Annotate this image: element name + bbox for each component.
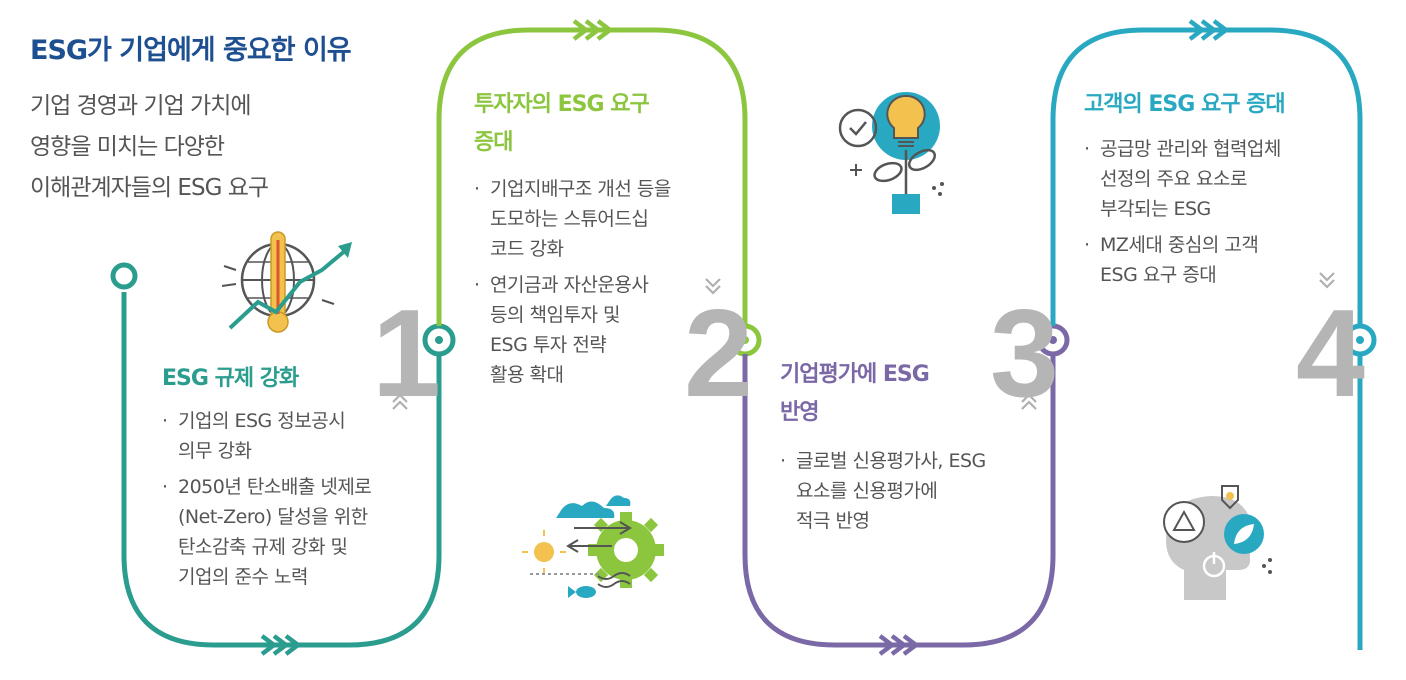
lightbulb-plant-icon xyxy=(838,92,944,214)
step-title-line: 증대 xyxy=(474,130,513,155)
step-title-line: ESG 규제 강화 xyxy=(162,366,299,391)
bullet-line: 탄소감축 규제 강화 및 xyxy=(178,536,348,558)
step-title-line: 기업평가에 ESG xyxy=(780,362,930,387)
flow-path-segment-3 xyxy=(742,340,1056,648)
bullet-item: 글로벌 신용평가사, ESG 요소를 신용평가에 적극 반영 xyxy=(780,446,1040,536)
flow-node-2-dot xyxy=(741,336,749,344)
step-number-1: 1 xyxy=(372,285,441,423)
step-number-4: 4 xyxy=(1296,285,1365,423)
bullet-line: 적극 반영 xyxy=(796,510,870,532)
flow-start-node xyxy=(110,262,138,290)
bullet-line: 글로벌 신용평가사, ESG xyxy=(796,450,986,472)
bullet-line: ESG 요구 증대 xyxy=(1100,264,1217,286)
step-2-title: 투자자의 ESG 요구 증대 xyxy=(474,86,724,162)
bullet-line: 공급망 관리와 협력업체 xyxy=(1100,138,1281,160)
flow-node-4-dot xyxy=(1356,336,1364,344)
page-title: ESG가 기업에게 중요한 이유 xyxy=(30,35,352,66)
flow-path-segment-4 xyxy=(1050,27,1363,650)
bullet-line: 요소를 신용평가에 xyxy=(796,480,938,502)
gear-ecosystem-icon xyxy=(522,495,664,598)
bullet-line: (Net-Zero) 달성을 위한 xyxy=(178,506,368,528)
flow-path-segment-1 xyxy=(121,292,442,648)
bullet-line: 기업의 준수 노력 xyxy=(178,566,308,588)
step-1-title: ESG 규제 강화 xyxy=(162,360,412,398)
subtitle-line: 영향을 미치는 다양한 xyxy=(30,134,225,160)
step-1-block: ESG 규제 강화 기업의 ESG 정보공시 의무 강화 2050년 탄소배출 … xyxy=(162,360,412,598)
step-2-block: 투자자의 ESG 요구 증대 기업지배구조 개선 등을 도모하는 스튜어드십 코… xyxy=(474,86,724,396)
bullet-line: 의무 강화 xyxy=(178,440,252,462)
bullet-line: 코드 강화 xyxy=(490,238,564,260)
bullet-item: 기업의 ESG 정보공시 의무 강화 xyxy=(162,406,412,466)
bullet-line: 기업지배구조 개선 등을 xyxy=(490,178,671,200)
bullet-line: 기업의 ESG 정보공시 xyxy=(178,410,346,432)
bullet-line: 등의 책임투자 및 xyxy=(490,304,620,326)
chevron-double-right-icon xyxy=(878,634,920,656)
bullet-line: 선정의 주요 요소로 xyxy=(1100,168,1247,190)
bullet-item: 2050년 탄소배출 넷제로 (Net-Zero) 달성을 위한 탄소감축 규제… xyxy=(162,472,412,592)
page-subtitle: 기업 경영과 기업 가치에 영향을 미치는 다양한 이해관계자들의 ESG 요구 xyxy=(30,86,269,209)
chevron-double-right-icon xyxy=(1188,19,1230,41)
step-2-bullets: 기업지배구조 개선 등을 도모하는 스튜어드십 코드 강화 연기금과 자산운용사… xyxy=(474,174,724,390)
bullet-line: 도모하는 스튜어드십 xyxy=(490,208,649,230)
step-title-line: 고객의 ESG 요구 증대 xyxy=(1084,92,1286,117)
bullet-item: 연기금과 자산운용사 등의 책임투자 및 ESG 투자 전략 활용 확대 xyxy=(474,270,724,390)
bullet-line: 부각되는 ESG xyxy=(1100,198,1211,220)
chevron-double-right-icon xyxy=(572,19,614,41)
flow-path-segment-2 xyxy=(436,27,748,340)
step-4-title: 고객의 ESG 요구 증대 xyxy=(1084,86,1344,124)
step-3-title: 기업평가에 ESG 반영 xyxy=(780,356,1040,432)
step-1-bullets: 기업의 ESG 정보공시 의무 강화 2050년 탄소배출 넷제로 (Net-Z… xyxy=(162,406,412,592)
bullet-item: MZ세대 중심의 고객 ESG 요구 증대 xyxy=(1084,230,1344,290)
step-number-3: 3 xyxy=(990,285,1059,423)
step-3-block: 기업평가에 ESG 반영 글로벌 신용평가사, ESG 요소를 신용평가에 적극… xyxy=(780,356,1040,542)
step-3-bullets: 글로벌 신용평가사, ESG 요소를 신용평가에 적극 반영 xyxy=(780,446,1040,536)
bullet-line: 2050년 탄소배출 넷제로 xyxy=(178,476,372,498)
bullet-line: MZ세대 중심의 고객 xyxy=(1100,234,1259,256)
step-4-bullets: 공급망 관리와 협력업체 선정의 주요 요소로 부각되는 ESG MZ세대 중심… xyxy=(1084,134,1344,290)
step-title-line: 반영 xyxy=(780,400,819,425)
subtitle-line: 기업 경영과 기업 가치에 xyxy=(30,93,252,119)
bullet-line: 연기금과 자산운용사 xyxy=(490,274,649,296)
flow-node-3-dot xyxy=(1049,336,1057,344)
head-recycle-leaf-icon xyxy=(1163,485,1272,600)
bullet-line: 활용 확대 xyxy=(490,364,564,386)
thermometer-globe-icon xyxy=(221,231,352,333)
bullet-item: 기업지배구조 개선 등을 도모하는 스튜어드십 코드 강화 xyxy=(474,174,724,264)
chevron-double-right-icon xyxy=(260,634,302,656)
bullet-item: 공급망 관리와 협력업체 선정의 주요 요소로 부각되는 ESG xyxy=(1084,134,1344,224)
subtitle-line: 이해관계자들의 ESG 요구 xyxy=(30,175,269,201)
step-4-block: 고객의 ESG 요구 증대 공급망 관리와 협력업체 선정의 주요 요소로 부각… xyxy=(1084,86,1344,296)
chevron-double-up-icon xyxy=(1021,393,1037,410)
flow-node-1-dot xyxy=(435,336,443,344)
bullet-line: ESG 투자 전략 xyxy=(490,334,607,356)
step-title-line: 투자자의 ESG 요구 xyxy=(474,92,650,117)
